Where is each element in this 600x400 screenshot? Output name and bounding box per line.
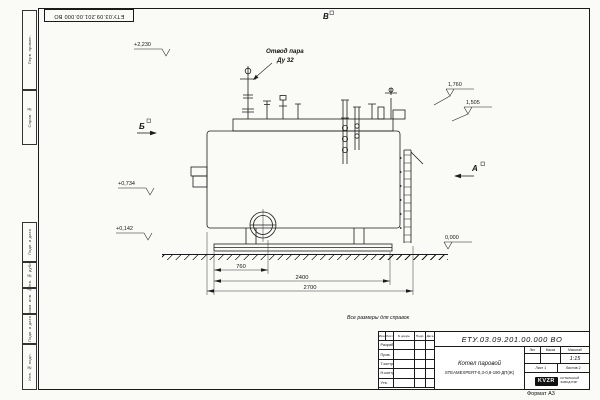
margin-cell-inv-podl: Инв. № подл. [22,344,37,390]
empty-cell [426,341,434,349]
product-name-line2: STEAMEXPERT-0,3-0,9-190-ДП(Ж) [444,370,515,375]
logo-caption-line1: КОТЕЛЬНЫЙ [560,376,580,381]
title-block: Изм. Лист N докум. Подп. Дата Разраб. Пр… [378,331,590,390]
empty-cell [394,378,415,387]
scale-label: Масштаб [568,348,582,352]
sheet-label: Лист [535,366,544,370]
sign-row-label: Разраб. [379,341,394,350]
margin-cell-inv-dubl: Инв. № дубл. [22,261,37,289]
sign-row: Утв. [379,378,434,388]
sign-row: Пров. [379,350,434,360]
product-name-line1: Котел паровой [457,361,502,367]
logo-caption-line2: ЗАВОД РЭР [560,380,578,384]
sheets-cell: Листов 2 [558,364,590,372]
empty-cell [415,359,426,369]
elevation-label-ground: 0,000 [445,235,459,241]
empty-cell [394,369,415,378]
sign-row: Н.контр. [379,369,434,379]
elevation-label-deck: 1,760 [448,82,462,88]
ground-hatch [162,254,448,260]
empty-cell [415,378,426,387]
format-label: Формат А3 [527,391,555,397]
empty-cell [426,360,434,368]
sheet-cell: Лист 1 [525,364,558,372]
col-list: Лист [386,332,394,340]
lit-mass-scale-header: Лит. Масса Масштаб [525,347,589,354]
mass-label: Масса [541,347,561,353]
product-name-cell: Котел паровой STEAMEXPERT-0,3-0,9-190-ДП… [435,347,525,389]
view-label-b-left: Б [139,122,145,131]
dimension-arrows [207,268,413,293]
title-block-main: ЕТУ.03.09.201.00.000 ВО Котел паровой ST… [435,332,589,389]
title-block-header-row: Изм. Лист N докум. Подп. Дата [379,332,434,341]
col-izm: Изм. [379,332,386,340]
sign-row-label: Н.контр. [379,369,394,378]
sign-row: Разраб. [379,341,434,351]
elevation-label-burner-axis: +0,734 [118,181,135,187]
empty-cell [415,341,426,350]
sign-row-label: Утв. [379,378,394,387]
view-label-a-right: А [471,164,478,173]
ladder-bolt-dots [399,157,402,229]
logo-caption: КОТЕЛЬНЫЙ ЗАВОД РЭР [560,376,580,385]
view-ref-mark [329,10,334,15]
dimension-lines [206,209,414,295]
sheet-number: 1 [544,366,547,370]
drawing-frame [38,8,590,390]
mass-value [541,354,561,363]
margin-cell-podp-data-1: Подп. и дата [22,222,37,262]
elevation-label-base-top: +0,142 [116,226,133,232]
steam-outlet-callout-line1: Отвод пара [266,48,304,55]
sheets-label: Листов [565,366,578,370]
col-docnum: N докум. [394,332,415,340]
boiler-elevation-view [190,66,424,252]
drawing-texts: +2,230 +0,734 +0,142 0,000 1,760 1,505 7… [116,12,480,291]
dimension-label-760: 760 [236,264,246,270]
dimension-label-2400: 2400 [296,275,309,281]
empty-cell [426,350,434,358]
kvzr-logo: KVZR [534,376,558,386]
col-data: Дата [426,334,434,338]
lit-mass-scale-values: 1:15 [525,354,589,364]
sign-row-label: Т.контр. [379,359,394,369]
scale-value: 1:15 [569,355,581,362]
elevation-label-fitting: 1,505 [466,100,480,106]
corner-stamp: ЕТУ.03.09.201.00.000 ВО [44,9,134,22]
margin-cell-vzam-inv: Взам. инв. № [22,287,37,315]
elevation-marks [116,48,492,250]
view-ref-mark [146,118,151,123]
margin-cell-sprav: Справ. № [22,90,37,145]
sheet-count-row: Лист 1 Листов 2 [525,364,589,373]
doc-number: ЕТУ.03.09.201.00.000 ВО [435,332,589,347]
steam-outlet-callout-line2: Ду 32 [276,57,294,64]
margin-cell-podp-data-2: Подп. и дата [22,314,37,344]
title-block-right-column: Лит. Масса Масштаб 1:15 Лист 1 Листов 2 [525,347,589,389]
lit-value [525,354,541,363]
sign-row: Т.контр. [379,359,434,370]
company-logo-cell: KVZR КОТЕЛЬНЫЙ ЗАВОД РЭР [525,373,589,389]
view-arrows [137,10,485,179]
col-podp: Подп. [415,332,426,340]
view-ref-mark [480,161,485,166]
reference-note: Все размеры для справок [347,315,410,321]
lit-label: Лит. [525,347,541,353]
sign-row-label: Пров. [379,350,394,359]
sheets-total: 2 [578,366,581,370]
elevation-label-steam-top: +2,230 [134,42,151,48]
view-label-v-top: В [323,12,329,21]
margin-cell-perv-primen: Перв. примен. [22,10,37,90]
empty-cell [426,379,434,387]
empty-cell [415,369,426,378]
empty-cell [394,350,415,359]
empty-cell [426,369,434,377]
title-block-signature-grid: Изм. Лист N докум. Подп. Дата Разраб. Пр… [379,332,435,389]
empty-cell [394,341,415,350]
dimension-label-2700: 2700 [304,285,317,291]
empty-cell [415,350,426,359]
title-block-lower: Котел паровой STEAMEXPERT-0,3-0,9-190-ДП… [435,347,589,389]
empty-cell [394,359,415,369]
